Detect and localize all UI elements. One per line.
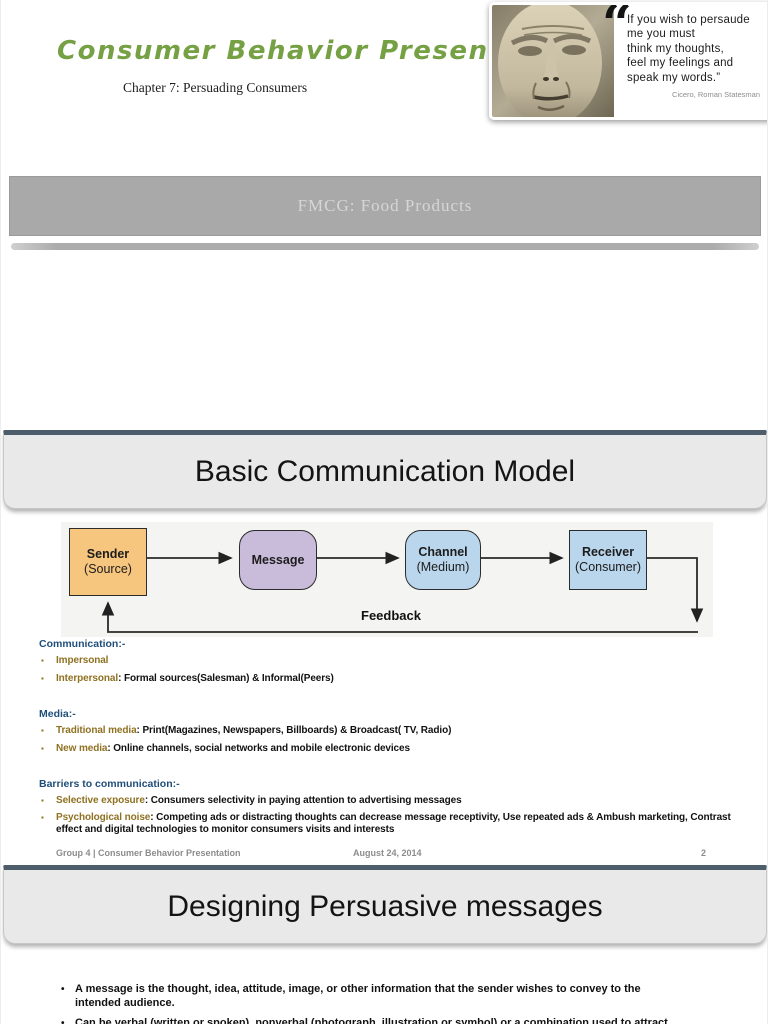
diagram-node-message: Message <box>239 530 317 590</box>
quote-text-pane: “ If you wish to persaude me you must th… <box>602 5 767 117</box>
node-title: Channel <box>418 545 468 559</box>
node-title: Sender <box>86 547 130 561</box>
bullet-text: Can be verbal (written or spoken), nonve… <box>75 1017 668 1024</box>
bullet-rest: : Competing ads or distracting thoughts … <box>56 812 731 835</box>
quote-mark-icon: “ <box>602 2 632 55</box>
quote-text: If you wish to persaude me you must thin… <box>627 13 767 85</box>
bullet-lead: Impersonal <box>56 655 109 666</box>
quote-line: think my thoughts, <box>627 42 724 55</box>
bullet-icon: ▪ <box>41 674 44 683</box>
node-title: Receiver <box>581 545 635 559</box>
bullet-lead: New media <box>56 743 108 754</box>
deck-subtitle: Chapter 7: Persuading Consumers <box>123 80 308 95</box>
bullet-lead: Psychological noise <box>56 812 151 823</box>
footer-page-number: 2 <box>701 848 707 858</box>
bullet-text: A message is the thought, idea, attitude… <box>75 983 641 1010</box>
bullet-rest: : Online channels, social networks and m… <box>107 743 410 754</box>
diagram-arrows <box>101 551 704 633</box>
cicero-statue-image <box>492 5 614 117</box>
slide3-bullet-message: • A message is the thought, idea, attitu… <box>61 982 681 1011</box>
bullet-icon: ▪ <box>41 726 44 735</box>
feedback-label: Feedback <box>361 608 421 623</box>
slide3-title: Designing Persuasive messages <box>167 889 603 923</box>
node-subtitle: (Medium) <box>416 560 470 574</box>
bullet-icon: • <box>61 984 65 995</box>
bullet-new-media: ▪ New media: Online channels, social net… <box>41 743 741 755</box>
bullet-rest: : Consumers selectivity in paying attent… <box>144 795 462 806</box>
slide2-header: Basic Communication Model <box>3 430 767 509</box>
slide2-title: Basic Communication Model <box>194 454 576 488</box>
footer-date: August 24, 2014 <box>353 848 422 858</box>
quote-attribution: Cicero, Roman Statesman <box>672 90 760 100</box>
section-heading-media: Media:- <box>39 708 76 720</box>
bullet-interpersonal: ▪ Interpersonal: Formal sources(Salesman… <box>41 673 741 685</box>
node-subtitle: (Source) <box>84 562 132 576</box>
bullet-psychological-noise: ▪ Psychological noise: Competing ads or … <box>41 812 741 835</box>
bullet-rest: : Formal sources(Salesman) & Informal(Pe… <box>118 673 334 684</box>
bullet-icon: ▪ <box>41 813 44 822</box>
quote-line: If you wish to persaude <box>627 14 750 26</box>
bullet-traditional-media: ▪ Traditional media: Print(Magazines, Ne… <box>41 725 741 737</box>
banner-shadow <box>11 243 759 250</box>
footer-group-label: Group 4 | Consumer Behavior Presentation <box>56 848 241 858</box>
cicero-quote-card: “ If you wish to persaude me you must th… <box>489 2 767 120</box>
slide3-bullet-partial: • Can be verbal (written or spoken), non… <box>61 1016 681 1024</box>
bullet-impersonal: ▪ Impersonal <box>41 655 741 667</box>
section-heading-communication: Communication:- <box>39 638 126 650</box>
node-title: Message <box>251 552 305 567</box>
quote-line: me you must <box>627 28 696 41</box>
communication-model-diagram: Sender (Source) Message Channel (Medium)… <box>61 522 713 637</box>
quote-line: speak my words.” <box>627 71 721 84</box>
quote-line: feel my feelings and <box>627 57 734 70</box>
diagram-node-sender: Sender (Source) <box>69 528 147 596</box>
bullet-icon: • <box>61 1018 65 1024</box>
fmcg-banner-text: FMCG: Food Products <box>297 196 473 215</box>
node-subtitle: (Consumer) <box>575 560 641 574</box>
statue-graphic <box>492 5 614 117</box>
bullet-selective-exposure: ▪ Selective exposure: Consumers selectiv… <box>41 795 741 807</box>
bullet-icon: ▪ <box>41 656 44 665</box>
bullet-lead: Interpersonal <box>56 673 119 684</box>
slide3-header: Designing Persuasive messages <box>3 865 767 944</box>
diagram-node-receiver: Receiver (Consumer) <box>569 530 647 590</box>
bullet-rest: : Print(Magazines, Newspapers, Billboard… <box>136 725 452 736</box>
bullet-lead: Traditional media <box>56 725 137 736</box>
bullet-lead: Selective exposure <box>56 795 145 806</box>
fmcg-banner: FMCG: Food Products <box>9 176 761 236</box>
bullet-icon: ▪ <box>41 796 44 805</box>
section-heading-barriers: Barriers to communication:- <box>39 778 180 790</box>
diagram-node-channel: Channel (Medium) <box>405 530 481 590</box>
bullet-icon: ▪ <box>41 744 44 753</box>
